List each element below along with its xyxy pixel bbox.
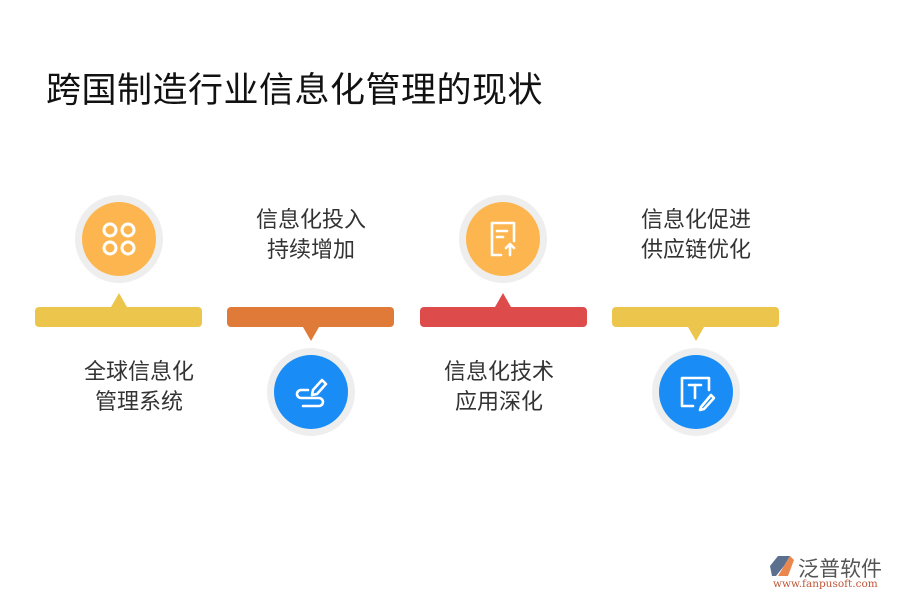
step-1-label-line1: 全球信息化 bbox=[83, 360, 194, 385]
step-3-icon-disc bbox=[466, 202, 540, 276]
step-2-icon-ring bbox=[267, 348, 355, 436]
logo-name: 泛普软件 bbox=[798, 557, 882, 581]
step-4-pointer bbox=[688, 327, 704, 341]
document-upload-icon bbox=[490, 221, 516, 257]
step-1-pointer bbox=[111, 293, 127, 307]
apps-grid-icon bbox=[102, 222, 136, 256]
step-2-pointer bbox=[303, 327, 319, 341]
step-4-icon-ring bbox=[652, 348, 740, 436]
step-3-icon-ring bbox=[459, 195, 547, 283]
step-3-bar bbox=[420, 307, 587, 327]
step-4-label: 信息化促进 供应链优化 bbox=[606, 206, 786, 266]
step-4-label-line2: 供应链优化 bbox=[640, 238, 751, 263]
step-1-icon-disc bbox=[82, 202, 156, 276]
step-2-label-line2: 持续增加 bbox=[266, 238, 355, 263]
step-3-label-line2: 应用深化 bbox=[454, 390, 543, 415]
pen-signature-icon bbox=[295, 378, 328, 408]
step-4-bar bbox=[612, 307, 779, 327]
step-1-label-line2: 管理系统 bbox=[94, 390, 183, 415]
fanpu-logo-icon bbox=[770, 556, 794, 576]
step-1-bar bbox=[35, 307, 202, 327]
text-edit-icon bbox=[680, 376, 716, 412]
step-4-icon-disc bbox=[659, 355, 733, 429]
page-title: 跨国制造行业信息化管理的现状 bbox=[46, 71, 544, 111]
brand-logo: 泛普软件 www.fanpusoft.com bbox=[770, 553, 895, 593]
step-1-icon-ring bbox=[75, 195, 163, 283]
logo-url: www.fanpusoft.com bbox=[773, 578, 878, 590]
step-4-label-line1: 信息化促进 bbox=[640, 208, 751, 233]
step-2-bar bbox=[227, 307, 394, 327]
step-2-icon-disc bbox=[274, 355, 348, 429]
step-2-label: 信息化投入 持续增加 bbox=[221, 206, 401, 266]
step-3-label-line1: 信息化技术 bbox=[443, 360, 554, 385]
step-3-label: 信息化技术 应用深化 bbox=[409, 358, 589, 418]
step-1-label: 全球信息化 管理系统 bbox=[49, 358, 229, 418]
step-3-pointer bbox=[495, 293, 511, 307]
step-2-label-line1: 信息化投入 bbox=[255, 208, 366, 233]
